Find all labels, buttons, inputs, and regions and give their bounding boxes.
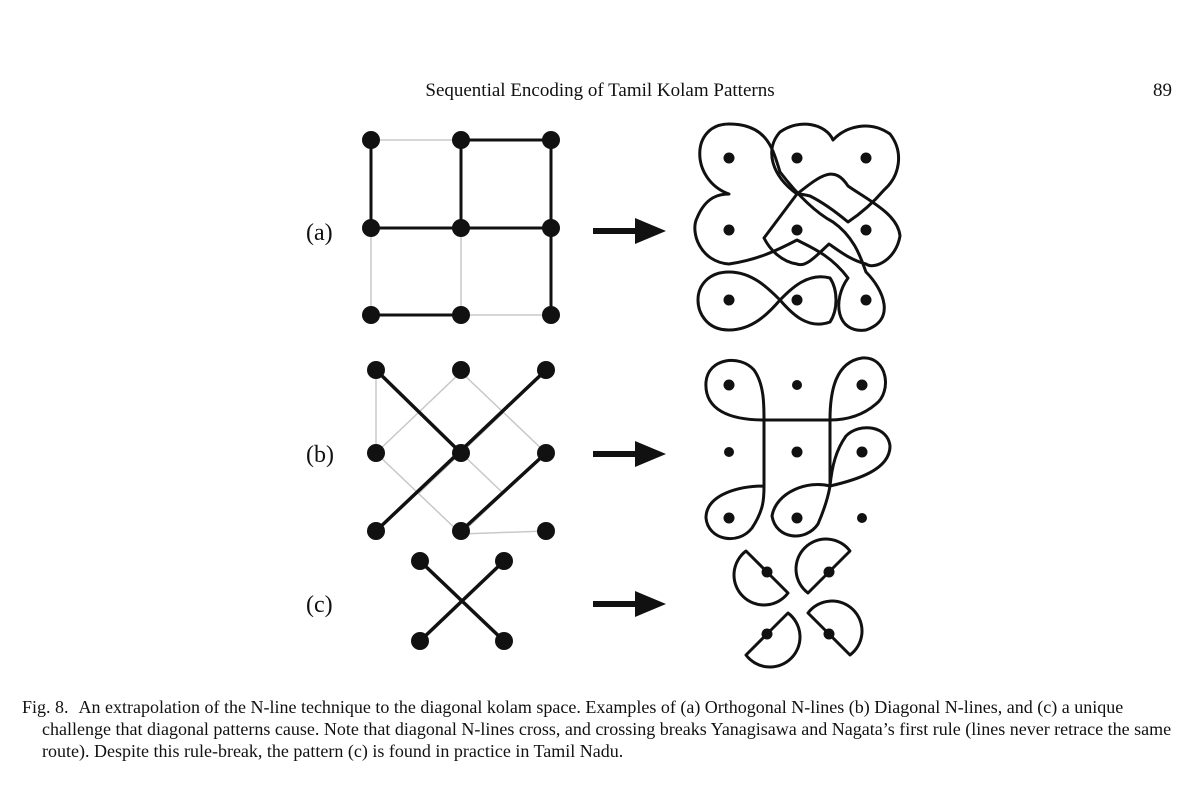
panel-a-nline-grid <box>362 131 560 324</box>
panel-b-kolam <box>704 356 892 540</box>
caption-figure-number: Fig. 8. <box>22 697 69 717</box>
figure-caption: Fig. 8.An extrapolation of the N-line te… <box>22 696 1180 762</box>
running-title: Sequential Encoding of Tamil Kolam Patte… <box>425 80 775 101</box>
panel-a-dots <box>362 131 560 324</box>
panel-b-dots <box>367 361 555 540</box>
panel-label-c: (c) <box>306 592 333 618</box>
panel-b-nline-grid <box>367 361 555 540</box>
panel-c-kolam <box>732 537 864 669</box>
panel-label-b: (b) <box>306 442 334 468</box>
page-number: 89 <box>1153 80 1172 101</box>
panel-a-kolam <box>693 122 902 332</box>
panel-label-a: (a) <box>306 220 333 246</box>
panel-c-nline-grid <box>411 552 513 650</box>
panel-c-dots <box>411 552 513 650</box>
caption-text: An extrapolation of the N-line technique… <box>42 697 1172 761</box>
figure-8: (a) (b) (c) <box>306 122 902 669</box>
panel-c-n-lines <box>418 559 506 643</box>
panel-c-arrow-icon <box>593 591 666 617</box>
panel-b-arrow-icon <box>593 441 666 467</box>
panel-a-arrow-icon <box>593 218 666 244</box>
